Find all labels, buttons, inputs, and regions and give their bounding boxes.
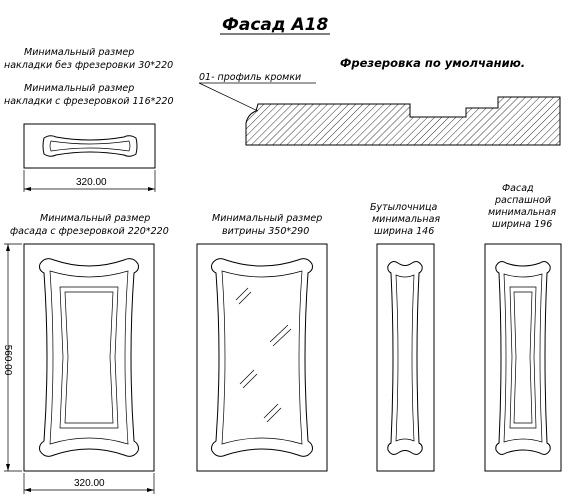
- vitrine-frame-outer: [211, 258, 313, 457]
- glass-reflection-3b: [242, 373, 258, 389]
- vitrine-drawing: [196, 243, 328, 472]
- facade-milling-outer: [39, 258, 139, 457]
- facade-width-arrow-right: [147, 488, 154, 492]
- edge-profile-label: 01- профиль кромки: [199, 72, 301, 83]
- overlay-dim-arrow-left: [24, 187, 31, 191]
- bottle-holder-drawing: [376, 243, 435, 472]
- swing-milling-inner-line: [513, 291, 533, 424]
- facade-height-arrow-bottom: [6, 464, 10, 471]
- facade-width-label: 320.00: [74, 478, 105, 489]
- vitrine-min-caption: Минимальный размер витрины 350*290: [212, 213, 322, 237]
- overlay-mill-caption: Минимальный размер накладки с фрезеровко…: [4, 83, 174, 107]
- facade-milling-mid: [49, 270, 129, 445]
- overlay-dim-arrow-right: [148, 187, 155, 191]
- overlay-no-mill-line-2: накладки без фрезеровки 30*220: [4, 60, 173, 71]
- glass-reflection-3a: [239, 369, 255, 385]
- facade-min-line-2: фасада с фрезеровкой 220*220: [10, 226, 169, 237]
- edge-profile-drawing: Фрезеровка по умолчанию. 01- профиль кро…: [198, 56, 561, 146]
- swing-min-line-4: ширина 196: [492, 219, 552, 230]
- overlay-milling-outer: [42, 135, 138, 157]
- swing-milling-inner-frame: [509, 286, 537, 429]
- swing-min-line-2: распашной: [494, 195, 551, 206]
- swing-min-caption: Фасад распашной минимальная ширина 196: [488, 183, 556, 230]
- overlay-mill-line-2: накладки с фрезеровкой 116*220: [4, 96, 174, 107]
- facade-min-caption: Минимальный размер фасада с фрезеровкой …: [10, 213, 169, 237]
- swing-milling-mid: [503, 273, 543, 443]
- glass-reflection-1b: [238, 291, 252, 305]
- bottle-min-line-2: минимальная: [372, 214, 440, 225]
- vitrine-min-line-2: витрины 350*290: [222, 226, 309, 237]
- bottle-holder-milling-outer: [387, 261, 423, 455]
- glass-reflection-2a: [269, 324, 289, 343]
- bottle-holder-milling-inner: [395, 274, 415, 442]
- swing-min-line-1: Фасад: [502, 183, 534, 194]
- facade-drawing: 560.00 320.00: [2, 243, 155, 494]
- vitrine-outline: [196, 243, 328, 472]
- facade-milling-inner-line: [64, 291, 114, 424]
- swing-min-line-3: минимальная: [488, 207, 556, 218]
- vitrine-min-line-1: Минимальный размер: [212, 213, 322, 224]
- bottle-holder-outline: [376, 243, 435, 472]
- milling-default-label: Фрезеровка по умолчанию.: [340, 56, 525, 70]
- overlay-mill-line-1: Минимальный размер: [24, 83, 134, 94]
- edge-profile-section: [245, 96, 561, 146]
- facade-milling-inner-frame: [59, 286, 119, 429]
- overlay-panel-drawing: 320.00: [23, 123, 156, 192]
- edge-profile-leader: [198, 82, 259, 112]
- bottle-min-caption: Бутылочница минимальная ширина 146: [370, 202, 440, 237]
- sheet-title: Фасад А18: [222, 15, 329, 35]
- facade-min-line-1: Минимальный размер: [40, 213, 150, 224]
- overlay-no-mill-caption: Минимальный размер накладки без фрезеров…: [4, 47, 173, 71]
- swing-milling-outer: [495, 261, 551, 455]
- facade-height-arrow-top: [6, 244, 10, 251]
- facade-outline: [23, 243, 155, 472]
- overlay-no-mill-line-1: Минимальный размер: [24, 47, 134, 58]
- glass-reflection-2b: [272, 328, 292, 347]
- glass-reflection-4a: [263, 403, 279, 419]
- vitrine-glass: [221, 270, 303, 445]
- overlay-dim-label: 320.00: [76, 177, 107, 188]
- glass-reflection-1a: [235, 287, 249, 301]
- overlay-milling-inner: [49, 140, 131, 152]
- glass-reflection-4b: [266, 407, 282, 423]
- overlay-panel-outline: [23, 123, 156, 169]
- facade-width-arrow-left: [24, 488, 31, 492]
- bottle-min-line-1: Бутылочница: [370, 202, 438, 213]
- swing-facade-drawing: [484, 243, 562, 472]
- facade-height-label: 560.00: [2, 345, 13, 376]
- swing-facade-outline: [484, 243, 562, 472]
- bottle-min-line-3: ширина 146: [374, 226, 434, 237]
